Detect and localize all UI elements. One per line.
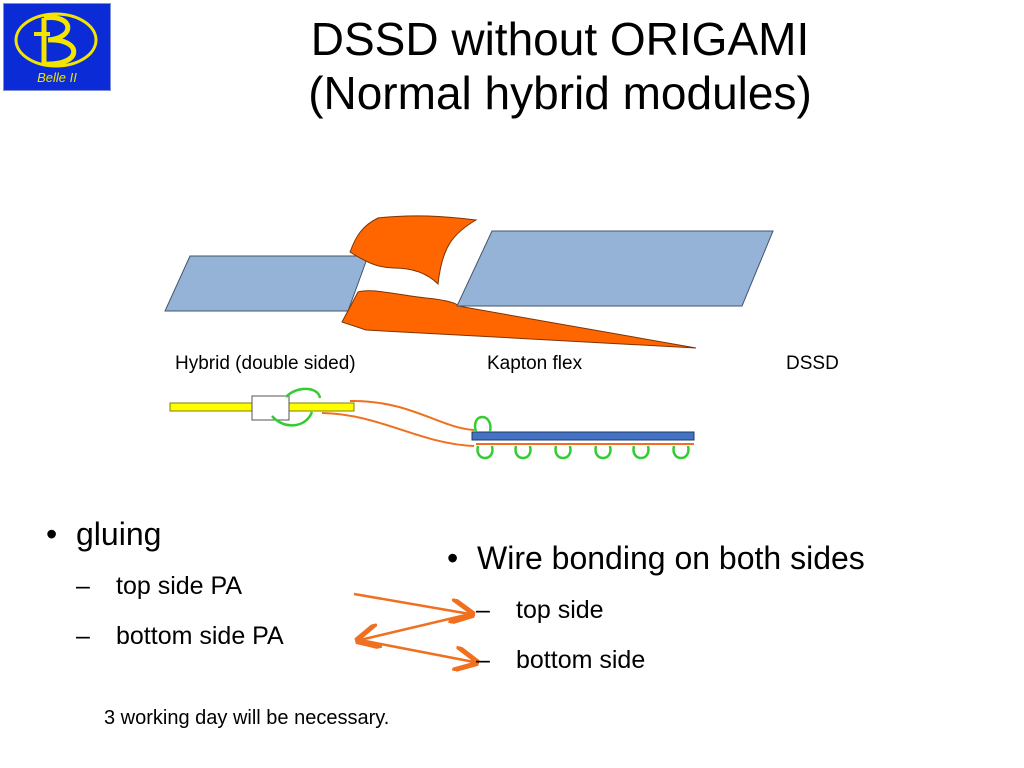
dssd-bond-wire-bottom — [632, 445, 650, 460]
sub-bullet-top-side-pa: –top side PA — [76, 572, 242, 601]
dssd-bond-wire-top — [473, 415, 492, 433]
sub-bullet-top-side: –top side — [476, 596, 604, 625]
belle-b-icon — [14, 12, 98, 68]
kapton-cross-section-bottom — [321, 412, 475, 447]
bullet-gluing: • gluing — [46, 516, 161, 553]
sub-bullet-bottom-side-pa: –bottom side PA — [76, 622, 284, 651]
hybrid-bond-wire — [285, 387, 322, 399]
dssd-sensor — [456, 230, 774, 307]
dssd-bond-wire-bottom — [554, 445, 572, 460]
bullet-wire-bonding: • Wire bonding on both sides — [447, 540, 865, 577]
hybrid-connector — [251, 395, 290, 421]
sub-bullet-text: bottom side — [516, 646, 646, 674]
dash-marker: – — [76, 572, 90, 600]
dash-marker: – — [476, 596, 490, 624]
bullet-gluing-text: gluing — [76, 516, 162, 552]
label-hybrid: Hybrid (double sided) — [175, 353, 356, 374]
label-kapton-flex: Kapton flex — [487, 353, 583, 374]
dssd-bond-wire-bottom — [672, 445, 690, 460]
dssd-cross-section — [471, 431, 695, 441]
bullet-wire-bonding-text: Wire bonding on both sides — [477, 540, 865, 576]
belle-ii-logo: Belle II — [3, 3, 111, 91]
title-line-1: DSSD without ORIGAMI — [310, 13, 810, 65]
arrow-to-bottom-side — [359, 638, 474, 662]
kapton-cross-section-top — [349, 399, 475, 431]
bullet-dot: • — [46, 516, 58, 552]
sub-bullet-text: bottom side PA — [116, 622, 284, 650]
title-line-2: (Normal hybrid modules) — [308, 67, 812, 119]
dash-marker: – — [76, 622, 90, 650]
sub-bullet-text: top side PA — [116, 572, 243, 600]
dash-marker: – — [476, 646, 490, 674]
dssd-bond-wire-bottom — [476, 445, 494, 460]
dssd-bond-wire-bottom — [514, 445, 532, 460]
sub-bullet-text: top side — [516, 596, 604, 624]
dssd-bond-wire-bottom — [594, 445, 612, 460]
hybrid-bond-wire — [271, 411, 314, 427]
label-dssd: DSSD — [786, 353, 839, 374]
bullet-dot: • — [447, 540, 459, 576]
kapton-flex-upper — [349, 215, 478, 286]
slide-title: DSSD without ORIGAMI (Normal hybrid modu… — [160, 12, 960, 120]
sub-bullet-bottom-side: –bottom side — [476, 646, 645, 675]
arrow-to-bottom-side-pa — [360, 612, 471, 640]
logo-text: Belle II — [37, 70, 77, 85]
note-text: 3 working day will be necessary. — [104, 707, 390, 729]
hybrid-board — [164, 255, 369, 312]
arrow-to-top-side — [353, 592, 470, 614]
